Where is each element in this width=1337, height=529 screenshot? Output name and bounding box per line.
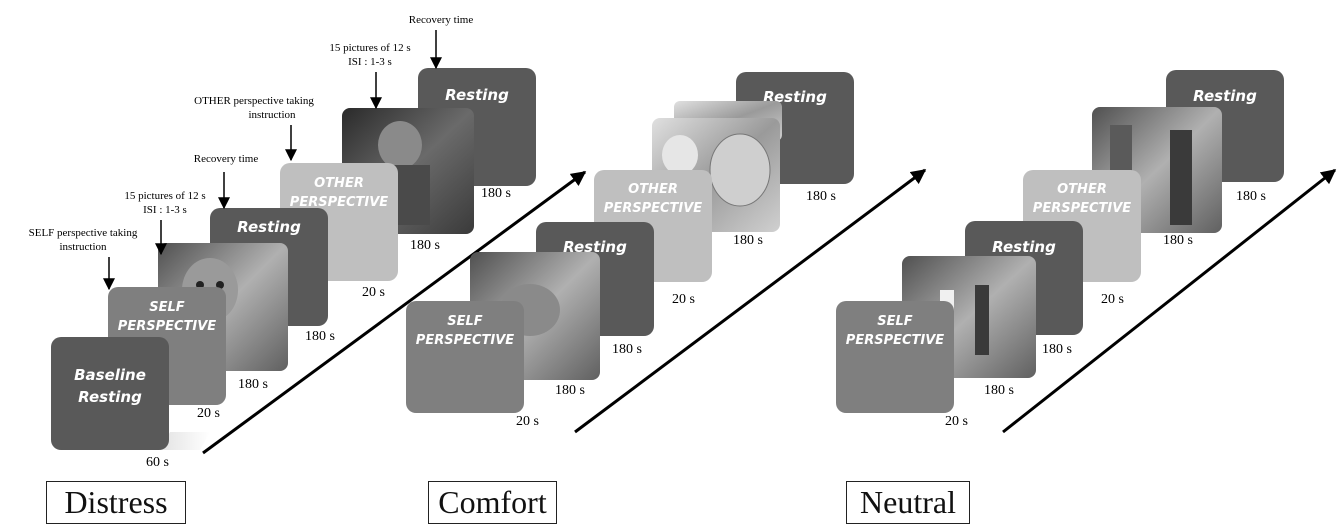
svg-text:PERSPECTIVE: PERSPECTIVE — [290, 195, 388, 210]
svg-text:Baseline: Baseline — [74, 366, 146, 384]
annotation-recovery-1: Recovery time — [194, 153, 259, 165]
duration-resting-1: 180 s — [305, 329, 335, 344]
svg-text:Resting: Resting — [445, 86, 509, 104]
annotation-pictures-1-line1: 15 pictures of 12 s — [124, 190, 205, 202]
distress-block: Resting OTHER PERSPECTIVE Resting — [29, 14, 587, 470]
distress-timeline-arrow — [202, 170, 587, 455]
comfort-self-perspective-card: SELF PERSPECTIVE — [406, 301, 524, 413]
comfort-block: Resting OTHER PERSPECTIVE Resting SELF P… — [406, 72, 927, 434]
svg-text:PERSPECTIVE: PERSPECTIVE — [118, 319, 216, 334]
annotation-other-instruction-2: instruction — [248, 109, 296, 121]
svg-text:OTHER: OTHER — [1057, 182, 1107, 197]
svg-text:SELF: SELF — [877, 314, 913, 329]
neutral-duration-other-instruction: 20 s — [1101, 292, 1124, 307]
neutral-self-perspective-card: SELF PERSPECTIVE — [836, 301, 954, 413]
comfort-duration-resting-2: 180 s — [806, 189, 836, 204]
comfort-duration-pictures-2: 180 s — [733, 233, 763, 248]
comfort-duration-self-instruction: 20 s — [516, 414, 539, 429]
annotation-pictures-1-line2: ISI : 1-3 s — [143, 204, 187, 216]
duration-baseline: 60 s — [146, 455, 169, 470]
neutral-duration-resting-2: 180 s — [1236, 189, 1266, 204]
duration-other-instruction: 20 s — [362, 285, 385, 300]
duration-self-instruction: 20 s — [197, 406, 220, 421]
svg-text:PERSPECTIVE: PERSPECTIVE — [604, 201, 702, 216]
neutral-block: Resting OTHER PERSPECTIVE Resting SELF P… — [836, 70, 1337, 434]
svg-text:OTHER: OTHER — [314, 176, 364, 191]
block-label-distress: Distress — [46, 481, 186, 524]
svg-text:Resting: Resting — [78, 388, 142, 406]
svg-text:OTHER: OTHER — [628, 182, 678, 197]
duration-resting-2: 180 s — [481, 186, 511, 201]
svg-text:PERSPECTIVE: PERSPECTIVE — [416, 333, 514, 348]
block-label-comfort: Comfort — [428, 481, 557, 524]
svg-text:SELF: SELF — [149, 300, 185, 315]
distress-baseline-card: Baseline Resting — [51, 337, 169, 450]
svg-text:Resting: Resting — [763, 88, 827, 106]
neutral-timeline-arrow — [1002, 168, 1337, 434]
svg-text:SELF: SELF — [447, 314, 483, 329]
svg-text:Resting: Resting — [992, 238, 1056, 256]
block-label-neutral: Neutral — [846, 481, 970, 524]
svg-text:Resting: Resting — [563, 238, 627, 256]
comfort-duration-other-instruction: 20 s — [672, 292, 695, 307]
svg-text:PERSPECTIVE: PERSPECTIVE — [1033, 201, 1131, 216]
annotation-recovery-2: Recovery time — [409, 14, 474, 26]
neutral-duration-resting-1: 180 s — [1042, 342, 1072, 357]
duration-pictures-2: 180 s — [410, 238, 440, 253]
neutral-duration-pictures-1: 180 s — [984, 383, 1014, 398]
annotation-other-instruction-1: OTHER perspective taking — [194, 95, 314, 107]
comfort-duration-pictures-1: 180 s — [555, 383, 585, 398]
svg-text:Resting: Resting — [237, 218, 301, 236]
comfort-duration-resting-1: 180 s — [612, 342, 642, 357]
neutral-duration-self-instruction: 20 s — [945, 414, 968, 429]
comfort-timeline-arrow — [574, 168, 927, 434]
annotation-self-instruction-2: instruction — [59, 241, 107, 253]
annotation-self-instruction-1: SELF perspective taking — [29, 227, 138, 239]
duration-pictures-1: 180 s — [238, 377, 268, 392]
svg-text:Resting: Resting — [1193, 87, 1257, 105]
neutral-duration-pictures-2: 180 s — [1163, 233, 1193, 248]
svg-text:PERSPECTIVE: PERSPECTIVE — [846, 333, 944, 348]
annotation-pictures-2-line1: 15 pictures of 12 s — [329, 42, 410, 54]
annotation-pictures-2-line2: ISI : 1-3 s — [348, 56, 392, 68]
